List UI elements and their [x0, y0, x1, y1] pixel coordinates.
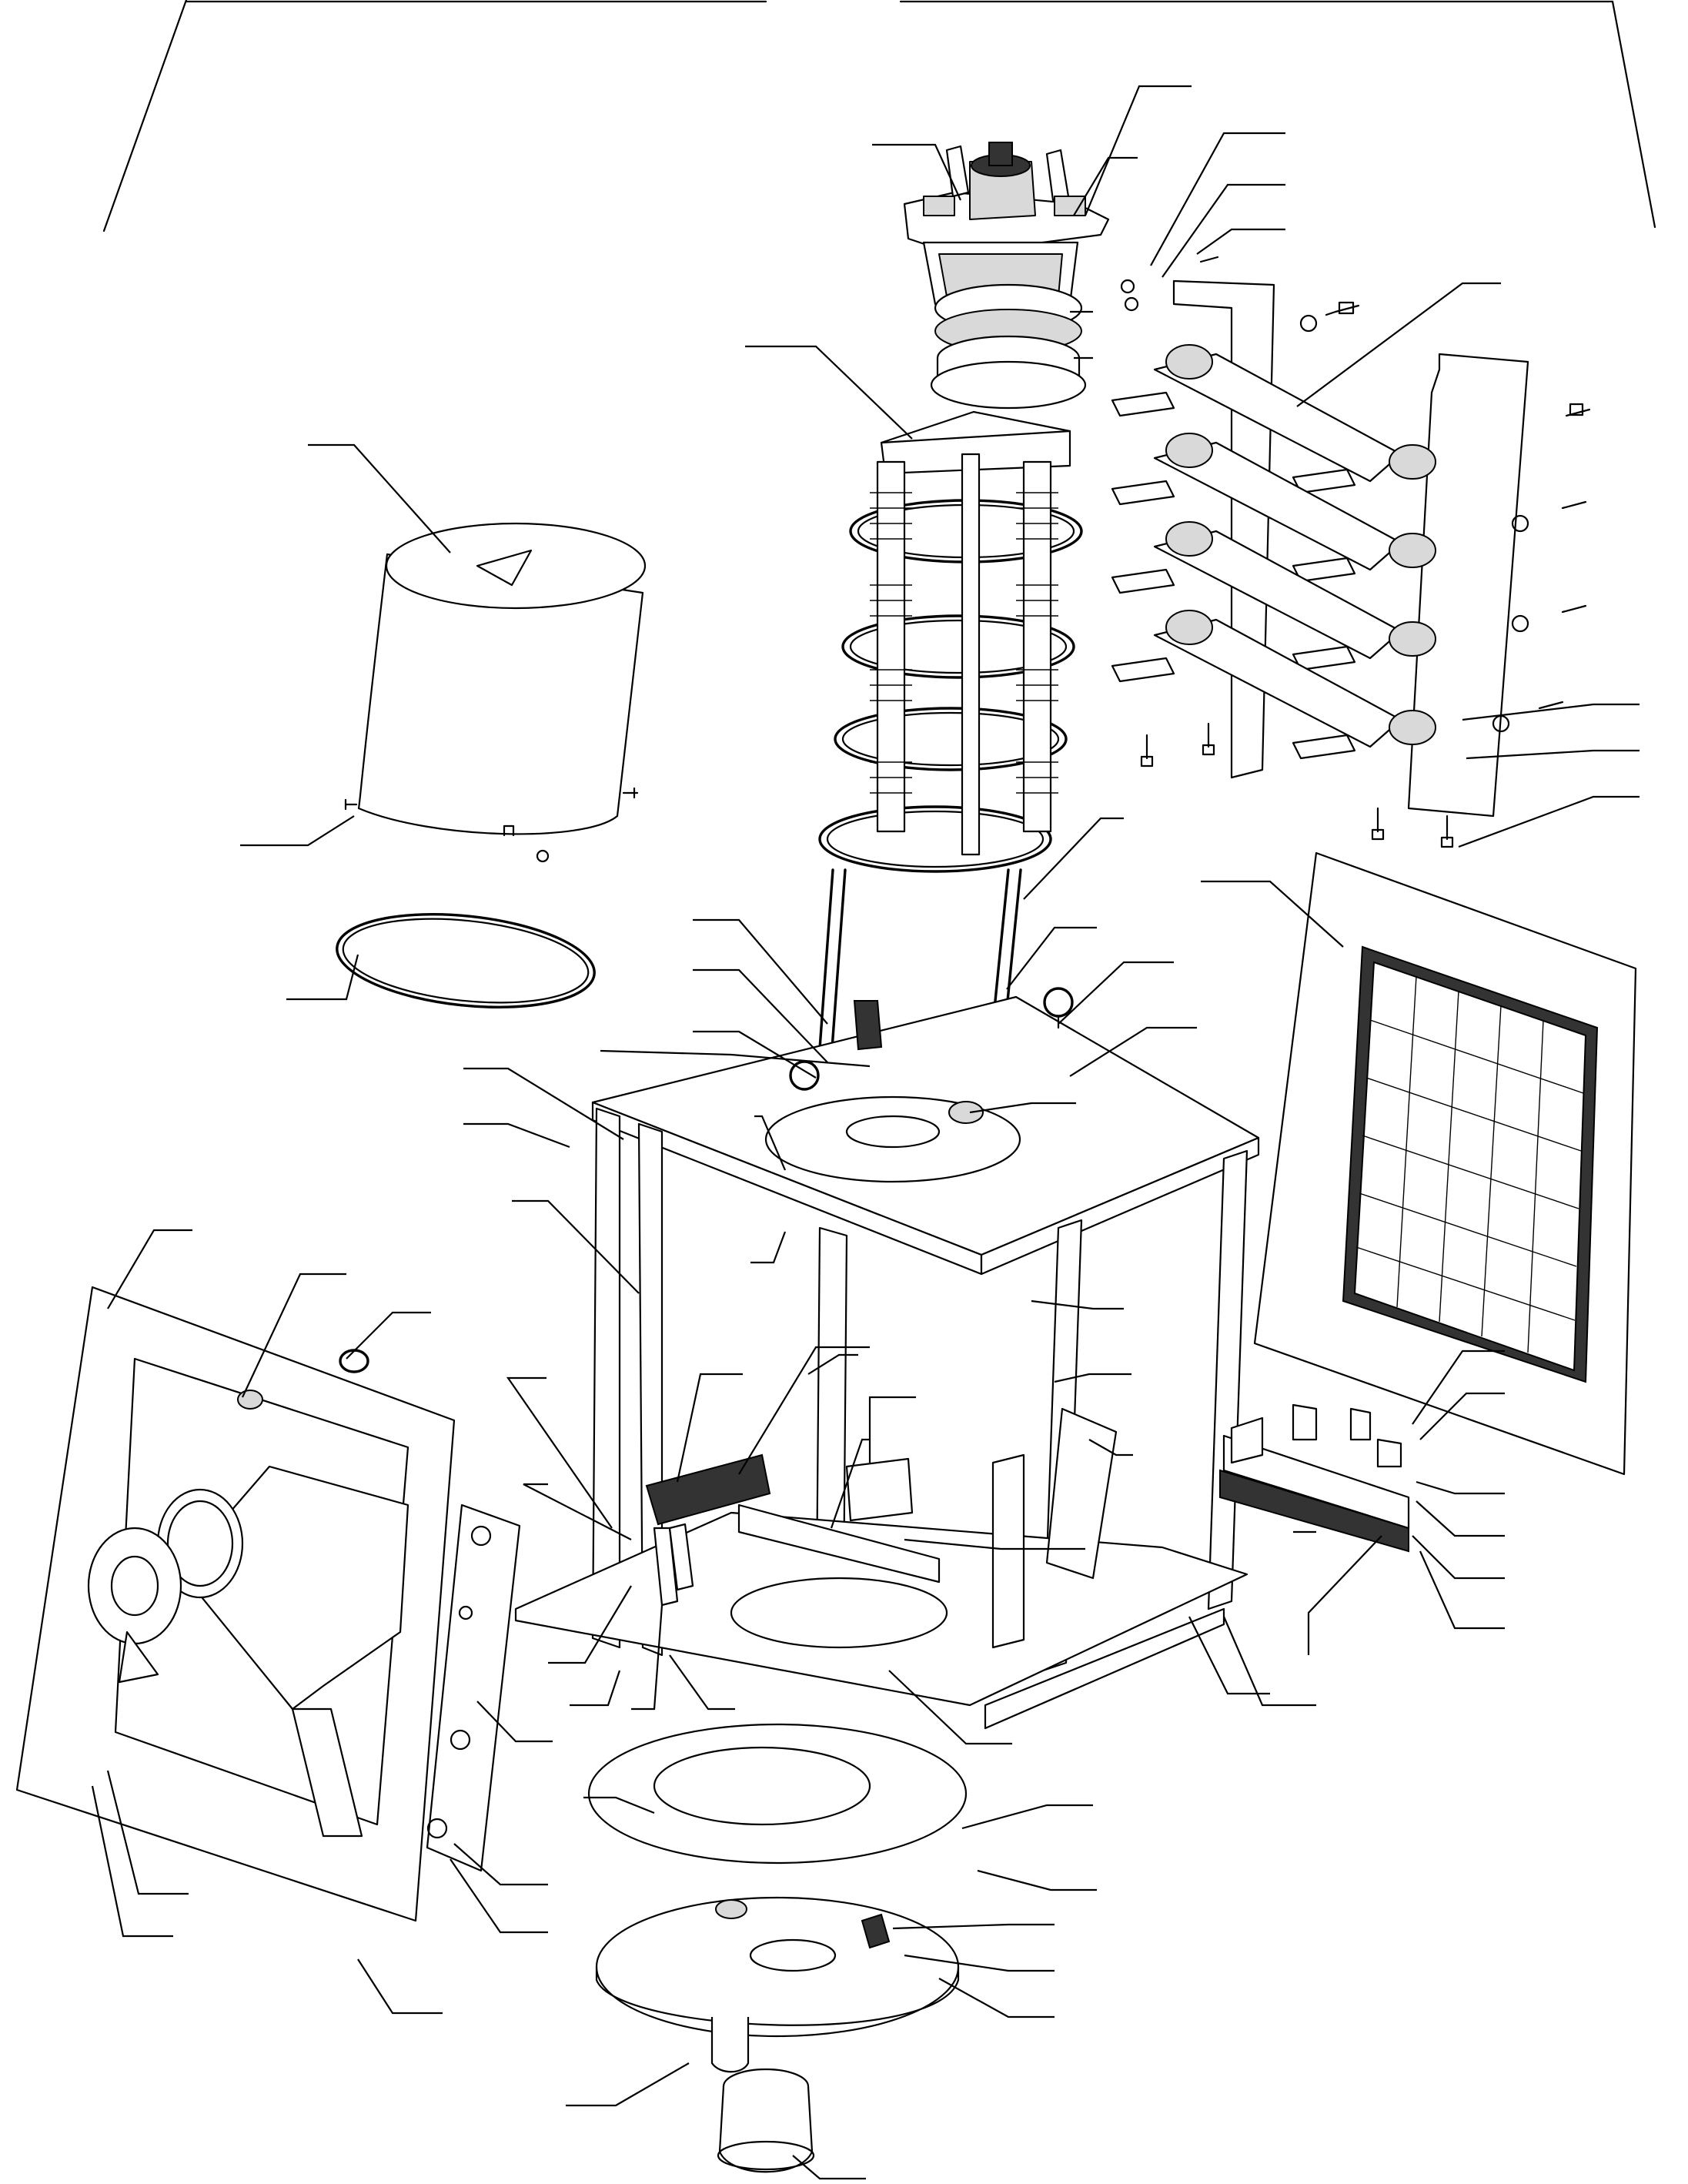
callout-leaders: [91, 85, 1640, 2180]
cylinder-cover: [344, 522, 647, 863]
bottom-plate: [595, 1896, 960, 2073]
side-window-panel: [1253, 851, 1637, 1476]
bottom-cap: [717, 2068, 815, 2173]
insulator-column: [814, 410, 1083, 1102]
tap-changer-head: [903, 142, 1110, 410]
terminal-strip: [1219, 1403, 1410, 1553]
warning-triangle-icon: [476, 549, 533, 587]
flange-ring: [587, 1723, 968, 1865]
gasket-ring: [336, 913, 596, 1008]
warning-triangle-icon: [118, 1630, 159, 1684]
selector-assembly: [1111, 256, 1591, 848]
tank-frame: [514, 987, 1260, 1730]
narrow-plate: [426, 1503, 521, 1872]
left-door-panel: [15, 1286, 456, 1922]
top-boundary-lines: [102, 0, 1656, 232]
